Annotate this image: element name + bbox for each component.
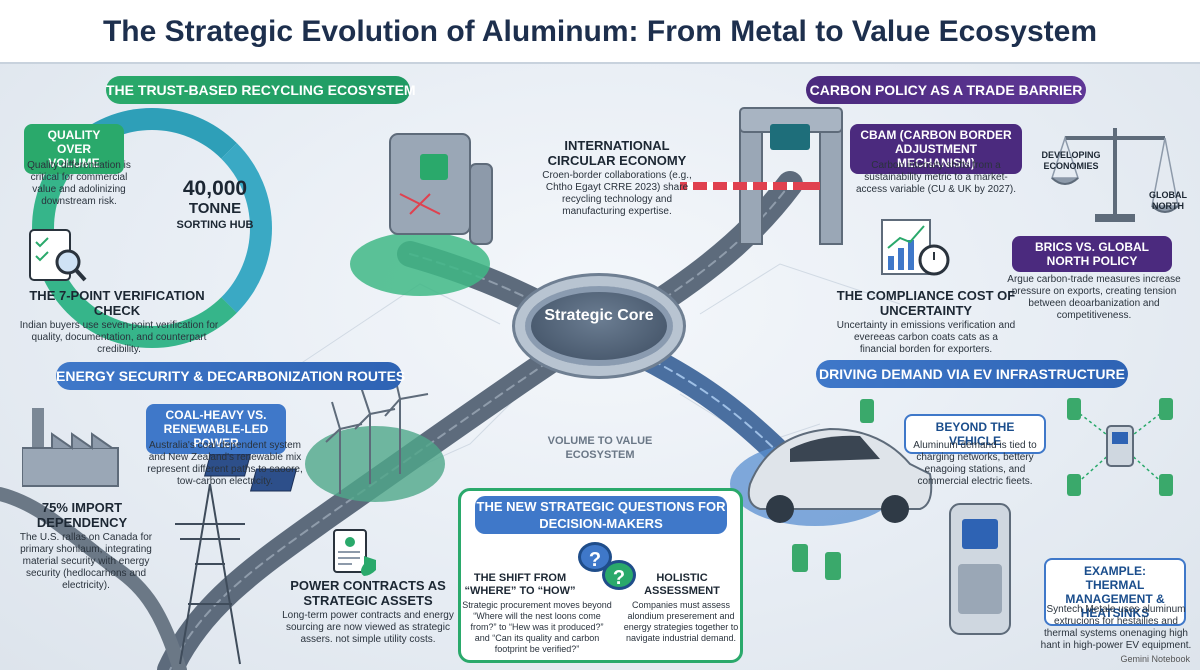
circular-head: INTERNATIONAL CIRCULAR ECONOMY <box>547 138 687 168</box>
roads-illustration <box>0 107 1011 670</box>
cost-head: THE COMPLIANCE COST OF UNCERTAINTY <box>836 288 1016 318</box>
holistic-text: Companies must assess alondium presereme… <box>623 600 739 643</box>
import-text: The U.S. rallas on Canada for primary sh… <box>19 532 153 591</box>
cbam-text: Carbon intensity shifts from a sustainab… <box>855 160 1017 195</box>
beyond-tag: BEYOND THE VEHICLE <box>904 414 1046 454</box>
battery-icon <box>792 399 874 580</box>
quality-tag: QUALITY OVER VOLUME <box>24 124 124 174</box>
pylon-icon <box>175 483 245 665</box>
question-bubble-2-icon: ? <box>602 560 636 590</box>
cbam-tag: CBAM (CARBON BORDER ADJUSTMENT MECHANISM… <box>850 124 1022 174</box>
power-text: Australia's coal-dependent system and Ne… <box>147 440 303 487</box>
energy-platform <box>305 426 445 502</box>
shift-text: Strategic procurement moves beyond “Wher… <box>462 600 612 654</box>
page-title: The Strategic Evolution of Aluminum: Fro… <box>0 0 1200 64</box>
circular-text: Croen-border collaborations (e.g., Chtho… <box>542 170 692 217</box>
ev-section-header: DRIVING DEMAND VIA EV INFRASTRUCTURE <box>816 360 1128 388</box>
charger-icon <box>949 503 1011 635</box>
hub-sub: SORTING HUB <box>176 219 254 231</box>
verify-head: THE 7-POINT VERIFICATION CHECK <box>29 288 205 318</box>
contracts-text: Long-term power contracts and energy sou… <box>282 610 454 645</box>
contract-icon <box>333 529 376 576</box>
verify-text: Indian buyers use seven-point verificati… <box>19 320 219 355</box>
scale-right-label: GLOBAL NORTH <box>1149 190 1187 211</box>
cbam-gate-icon <box>680 107 843 245</box>
brics-text: Argue carbon-trade measures increase pre… <box>1007 274 1181 321</box>
contracts-head: POWER CONTRACTS AS STRATEGIC ASSETS <box>290 578 446 608</box>
brics-tag: BRICS VS. GLOBAL NORTH POLICY <box>1012 236 1172 272</box>
strategic-core: Strategic Core <box>525 286 673 366</box>
holistic-head: HOLISTIC ASSESSMENT <box>644 572 720 597</box>
balance-scale-icon <box>1050 128 1179 222</box>
cost-chart-icon <box>881 219 950 276</box>
questions-header: THE NEW STRATEGIC QUESTIONS FOR DECISION… <box>475 496 727 534</box>
recycling-section-header: THE TRUST-BASED RECYCLING ECOSYSTEM <box>106 76 416 104</box>
road-label: VOLUME TO VALUE ECOSYSTEM <box>547 435 653 461</box>
thermal-text: Syntech Metale uses aluminum extrucions … <box>1040 604 1192 651</box>
hub-unit: TONNE <box>188 200 242 217</box>
power-tag: COAL-HEAVY VS. RENEWABLE-LED POWER <box>146 404 286 454</box>
shift-head: THE SHIFT FROM “WHERE” TO “HOW” <box>464 572 576 597</box>
question-bubbles-icon: ? <box>578 542 612 572</box>
sorting-machine-icon <box>389 133 493 245</box>
watermark: Gemini Notebook <box>1120 654 1190 664</box>
beyond-text: Aluminum demand is tied to charging netw… <box>913 440 1037 487</box>
charging-network-icon <box>1067 398 1173 496</box>
wind-turbine-icon <box>325 363 429 494</box>
factory-icon <box>22 408 119 487</box>
magnifier-checklist-icon <box>29 229 87 282</box>
recycling-platform <box>350 232 490 296</box>
hub-number: 40,000 <box>182 177 248 200</box>
quality-text: Quality differentiation is critical for … <box>27 160 131 207</box>
solar-panel-icon <box>203 453 298 492</box>
scale-left-label: DEVELOPING ECONOMIES <box>1041 150 1101 171</box>
import-head: 75% IMPORT DEPENDENCY <box>36 500 128 530</box>
ev-car-icon <box>747 427 933 523</box>
thermal-tag: EXAMPLE: THERMAL MANAGEMENT & HEATSINKS <box>1044 558 1186 626</box>
cost-text: Uncertainty in emissions verification an… <box>836 320 1016 355</box>
carbon-section-header: CARBON POLICY AS A TRADE BARRIER <box>806 76 1086 104</box>
energy-section-header: ENERGY SECURITY & DECARBONIZATION ROUTES <box>56 362 405 390</box>
